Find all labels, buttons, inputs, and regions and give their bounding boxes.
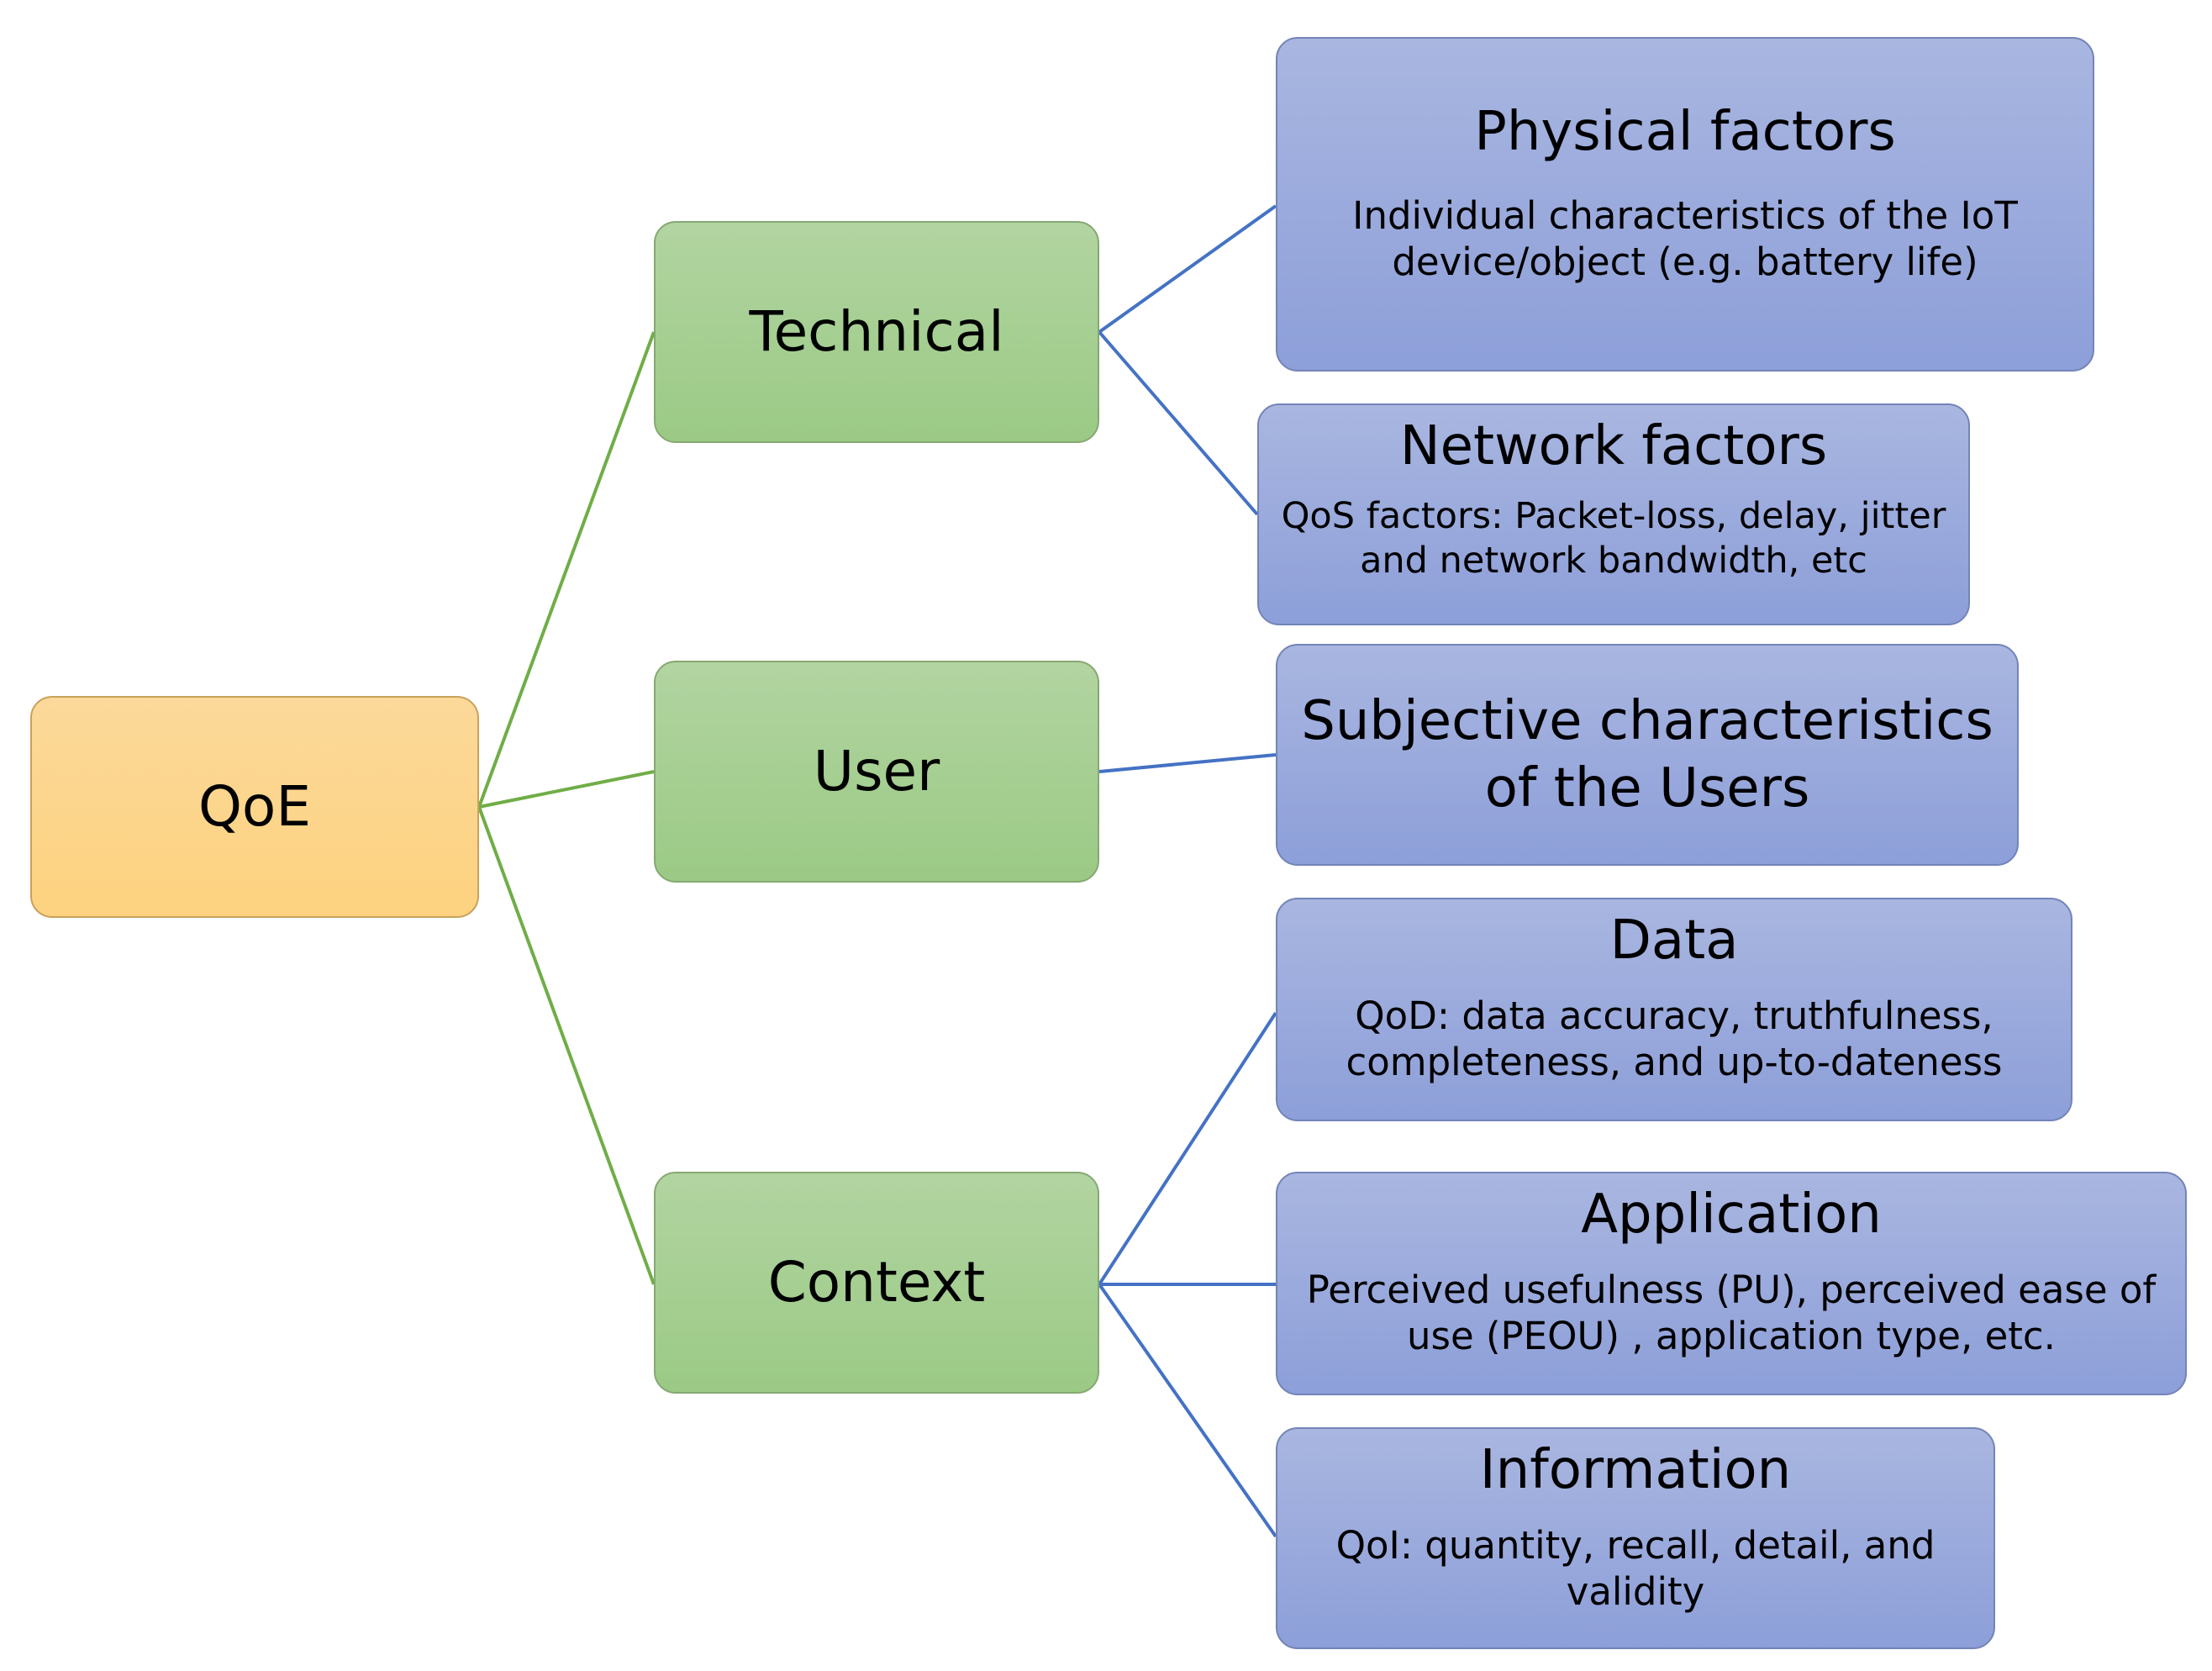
- data-title: Data: [1609, 909, 1739, 972]
- physical-factors-description: Individual characteristics of the IoT de…: [1352, 193, 2018, 284]
- information-title: Information: [1479, 1439, 1792, 1501]
- data-node: Data QoD: data accuracy, truthfulness, c…: [1276, 898, 2072, 1121]
- network-factors-title: Network factors: [1399, 415, 1828, 477]
- context-node: Context: [654, 1172, 1099, 1394]
- user-node: User: [654, 661, 1099, 883]
- network-factors-node: Network factors QoS factors: Packet-loss…: [1257, 403, 1970, 625]
- data-description: QoD: data accuracy, truthfulness, comple…: [1346, 994, 2003, 1084]
- subjective-characteristics-node: Subjective characteristics of the Users: [1276, 644, 2019, 866]
- application-node: Application Perceived usefulness (PU), p…: [1276, 1172, 2187, 1395]
- connector-qoe-context: [477, 806, 656, 1285]
- technical-label: Technical: [749, 298, 1004, 364]
- application-description: Perceived usefulness (PU), perceived eas…: [1306, 1268, 2157, 1358]
- information-node: Information QoI: quantity, recall, detai…: [1276, 1427, 1995, 1649]
- physical-factors-node: Physical factors Individual characterist…: [1276, 37, 2094, 372]
- connector-technical-physical: [1098, 204, 1277, 334]
- connector-context-data: [1098, 1011, 1277, 1286]
- qoe-label: QoE: [198, 773, 312, 839]
- information-description: QoI: quantity, recall, detail, and valid…: [1335, 1523, 1936, 1614]
- network-factors-description: QoS factors: Packet-loss, delay, jitter …: [1281, 495, 1946, 582]
- physical-factors-title: Physical factors: [1474, 101, 1896, 163]
- subjective-characteristics-title: Subjective characteristics of the Users: [1301, 690, 1993, 820]
- technical-node: Technical: [654, 221, 1099, 443]
- connector-qoe-technical: [477, 331, 656, 808]
- connector-user-subjective: [1098, 753, 1277, 773]
- connector-qoe-user: [478, 770, 655, 809]
- connector-technical-network: [1098, 330, 1259, 516]
- context-label: Context: [767, 1249, 986, 1315]
- connector-context-information: [1098, 1283, 1277, 1538]
- application-title: Application: [1581, 1183, 1882, 1246]
- user-label: User: [813, 738, 940, 804]
- qoe-node: QoE: [30, 696, 479, 918]
